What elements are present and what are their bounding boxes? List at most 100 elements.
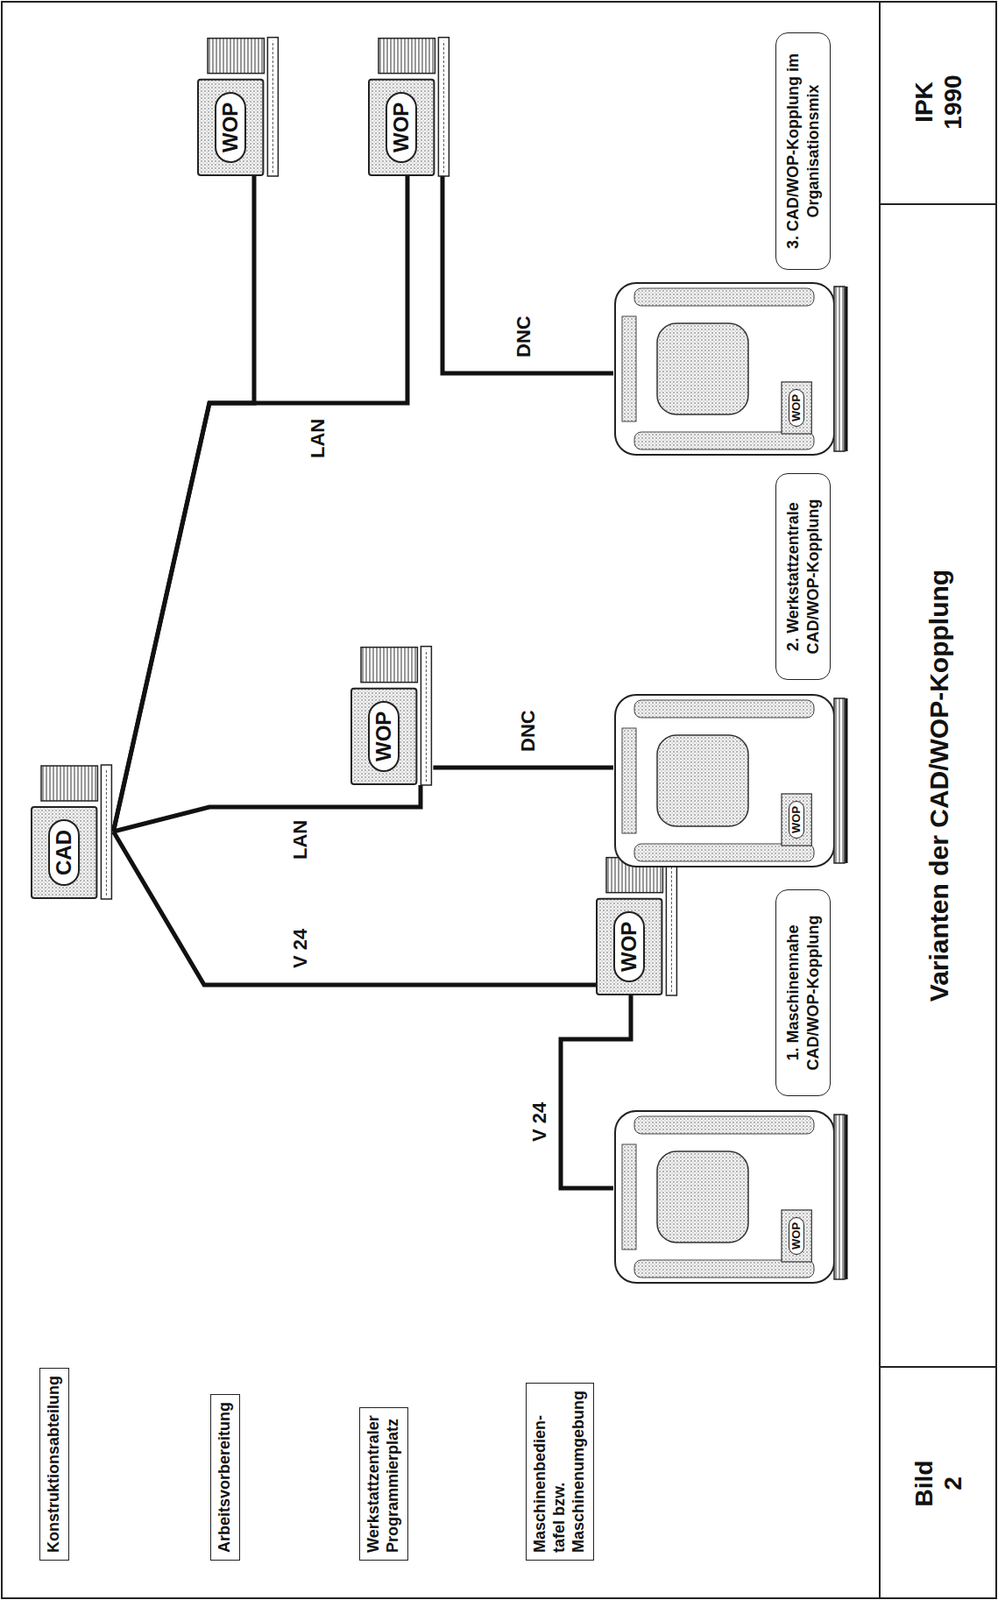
system-unit (41, 765, 98, 801)
connection-label: LAN (289, 817, 312, 863)
box-text: Maschinenbedien- tafel bzw. Maschinenumg… (530, 1390, 589, 1553)
source-note: IPK 1990 (910, 74, 967, 129)
side-panel (634, 431, 814, 450)
machine-base (834, 286, 845, 452)
monitor (596, 898, 662, 995)
oval-label: CAD (48, 819, 80, 886)
side-panel (634, 843, 814, 862)
footer-divider (879, 1366, 997, 1368)
keyboard-keys (443, 41, 445, 173)
top-strip (622, 316, 637, 422)
machine-tool: WOP (613, 693, 850, 869)
monitor (351, 688, 417, 785)
keyboard-base (267, 37, 278, 177)
footer-rule (878, 1, 881, 1599)
control-panel (781, 382, 812, 434)
floor-line (845, 286, 849, 452)
top-strip (622, 728, 637, 834)
floor-line (845, 1114, 849, 1280)
computer-workstation: WOP (368, 36, 451, 177)
machine-housing (615, 1111, 835, 1283)
machine-base (834, 698, 845, 864)
keyboard-base (420, 646, 432, 786)
machine-housing (615, 694, 835, 867)
machine-window (657, 735, 749, 827)
department-label: Konstruktionsabteilung (39, 1367, 70, 1561)
oval-label: WOP (214, 92, 247, 163)
machine-icon (613, 1109, 850, 1285)
keyboard-keys (425, 650, 427, 782)
side-panel (634, 1259, 814, 1278)
oval-label: WOP (613, 911, 645, 983)
network-line (432, 765, 614, 771)
network-line (442, 176, 614, 374)
computer-workstation: CAD (30, 764, 114, 899)
oval-label: WOP (788, 1217, 805, 1255)
side-panel (634, 1116, 814, 1134)
variant-label: 2. Werkstattzentrale CAD/WOP-Kopplung (775, 473, 831, 680)
diagram-title: Varianten der CAD/WOP-Kopplung (924, 569, 955, 1002)
top-strip (622, 1144, 637, 1250)
control-panel (781, 1210, 812, 1262)
machine-window (657, 1151, 749, 1243)
machine-base (834, 1114, 845, 1280)
connection-label: V 24 (289, 926, 312, 971)
monitor (198, 79, 263, 176)
box-text: Arbeitsvorbereitung (215, 1401, 235, 1553)
machine-tool: WOP (613, 281, 850, 457)
monitor (368, 79, 434, 176)
machine-tool: WOP (613, 1109, 850, 1285)
system-unit (207, 38, 264, 74)
keyboard-base (438, 37, 449, 177)
keyboard-base (665, 856, 677, 996)
oval-label: WOP (788, 389, 805, 427)
footer-cell: Bild 2 (879, 1366, 998, 1600)
oval-label: WOP (385, 92, 418, 163)
oval-label: WOP (368, 700, 400, 772)
network-line (113, 785, 421, 832)
box-text: 3. CAD/WOP-Kopplung im Organisationsmix (783, 43, 823, 259)
side-panel (634, 288, 814, 306)
keyboard-keys (671, 860, 673, 992)
machine-window (657, 323, 749, 415)
network-line (113, 831, 596, 985)
system-unit (360, 647, 418, 683)
department-label: Arbeitsvorbereitung (210, 1394, 241, 1561)
department-label: Maschinenbedien- tafel bzw. Maschinenumg… (525, 1382, 595, 1561)
figure-number: Bild 2 (910, 1460, 967, 1508)
connection-label: V 24 (528, 1099, 551, 1145)
keyboard-keys (106, 768, 107, 896)
side-panel (634, 700, 814, 718)
footer-divider (879, 203, 997, 206)
department-label: Werkstattzentraler Programmierplatz (359, 1407, 409, 1561)
connection-label: DNC (512, 312, 535, 361)
box-text: Werkstattzentraler Programmierplatz (364, 1415, 404, 1553)
title-cell: Varianten der CAD/WOP-Kopplung (879, 204, 998, 1367)
machine-housing (615, 283, 835, 455)
machine-icon (613, 281, 850, 457)
monitor (31, 806, 97, 899)
computer-workstation: WOP (595, 856, 679, 996)
computer-workstation: WOP (350, 645, 433, 786)
connection-label: DNC (516, 707, 539, 755)
connection-label: LAN (306, 416, 329, 461)
system-unit (378, 38, 435, 74)
computer-workstation: WOP (197, 36, 280, 177)
control-panel (781, 793, 812, 846)
footer-cell: IPK 1990 (879, 0, 998, 205)
box-text: 2. Werkstattzentrale CAD/WOP-Kopplung (783, 484, 823, 669)
variant-label: 1. Maschinennahe CAD/WOP-Kopplung (775, 889, 831, 1097)
machine-icon (613, 693, 850, 869)
keyboard-keys (272, 41, 274, 173)
floor-line (845, 698, 849, 864)
variant-label: 3. CAD/WOP-Kopplung im Organisationsmix (775, 32, 831, 270)
box-text: 1. Maschinennahe CAD/WOP-Kopplung (783, 900, 823, 1085)
oval-label: WOP (788, 800, 805, 839)
